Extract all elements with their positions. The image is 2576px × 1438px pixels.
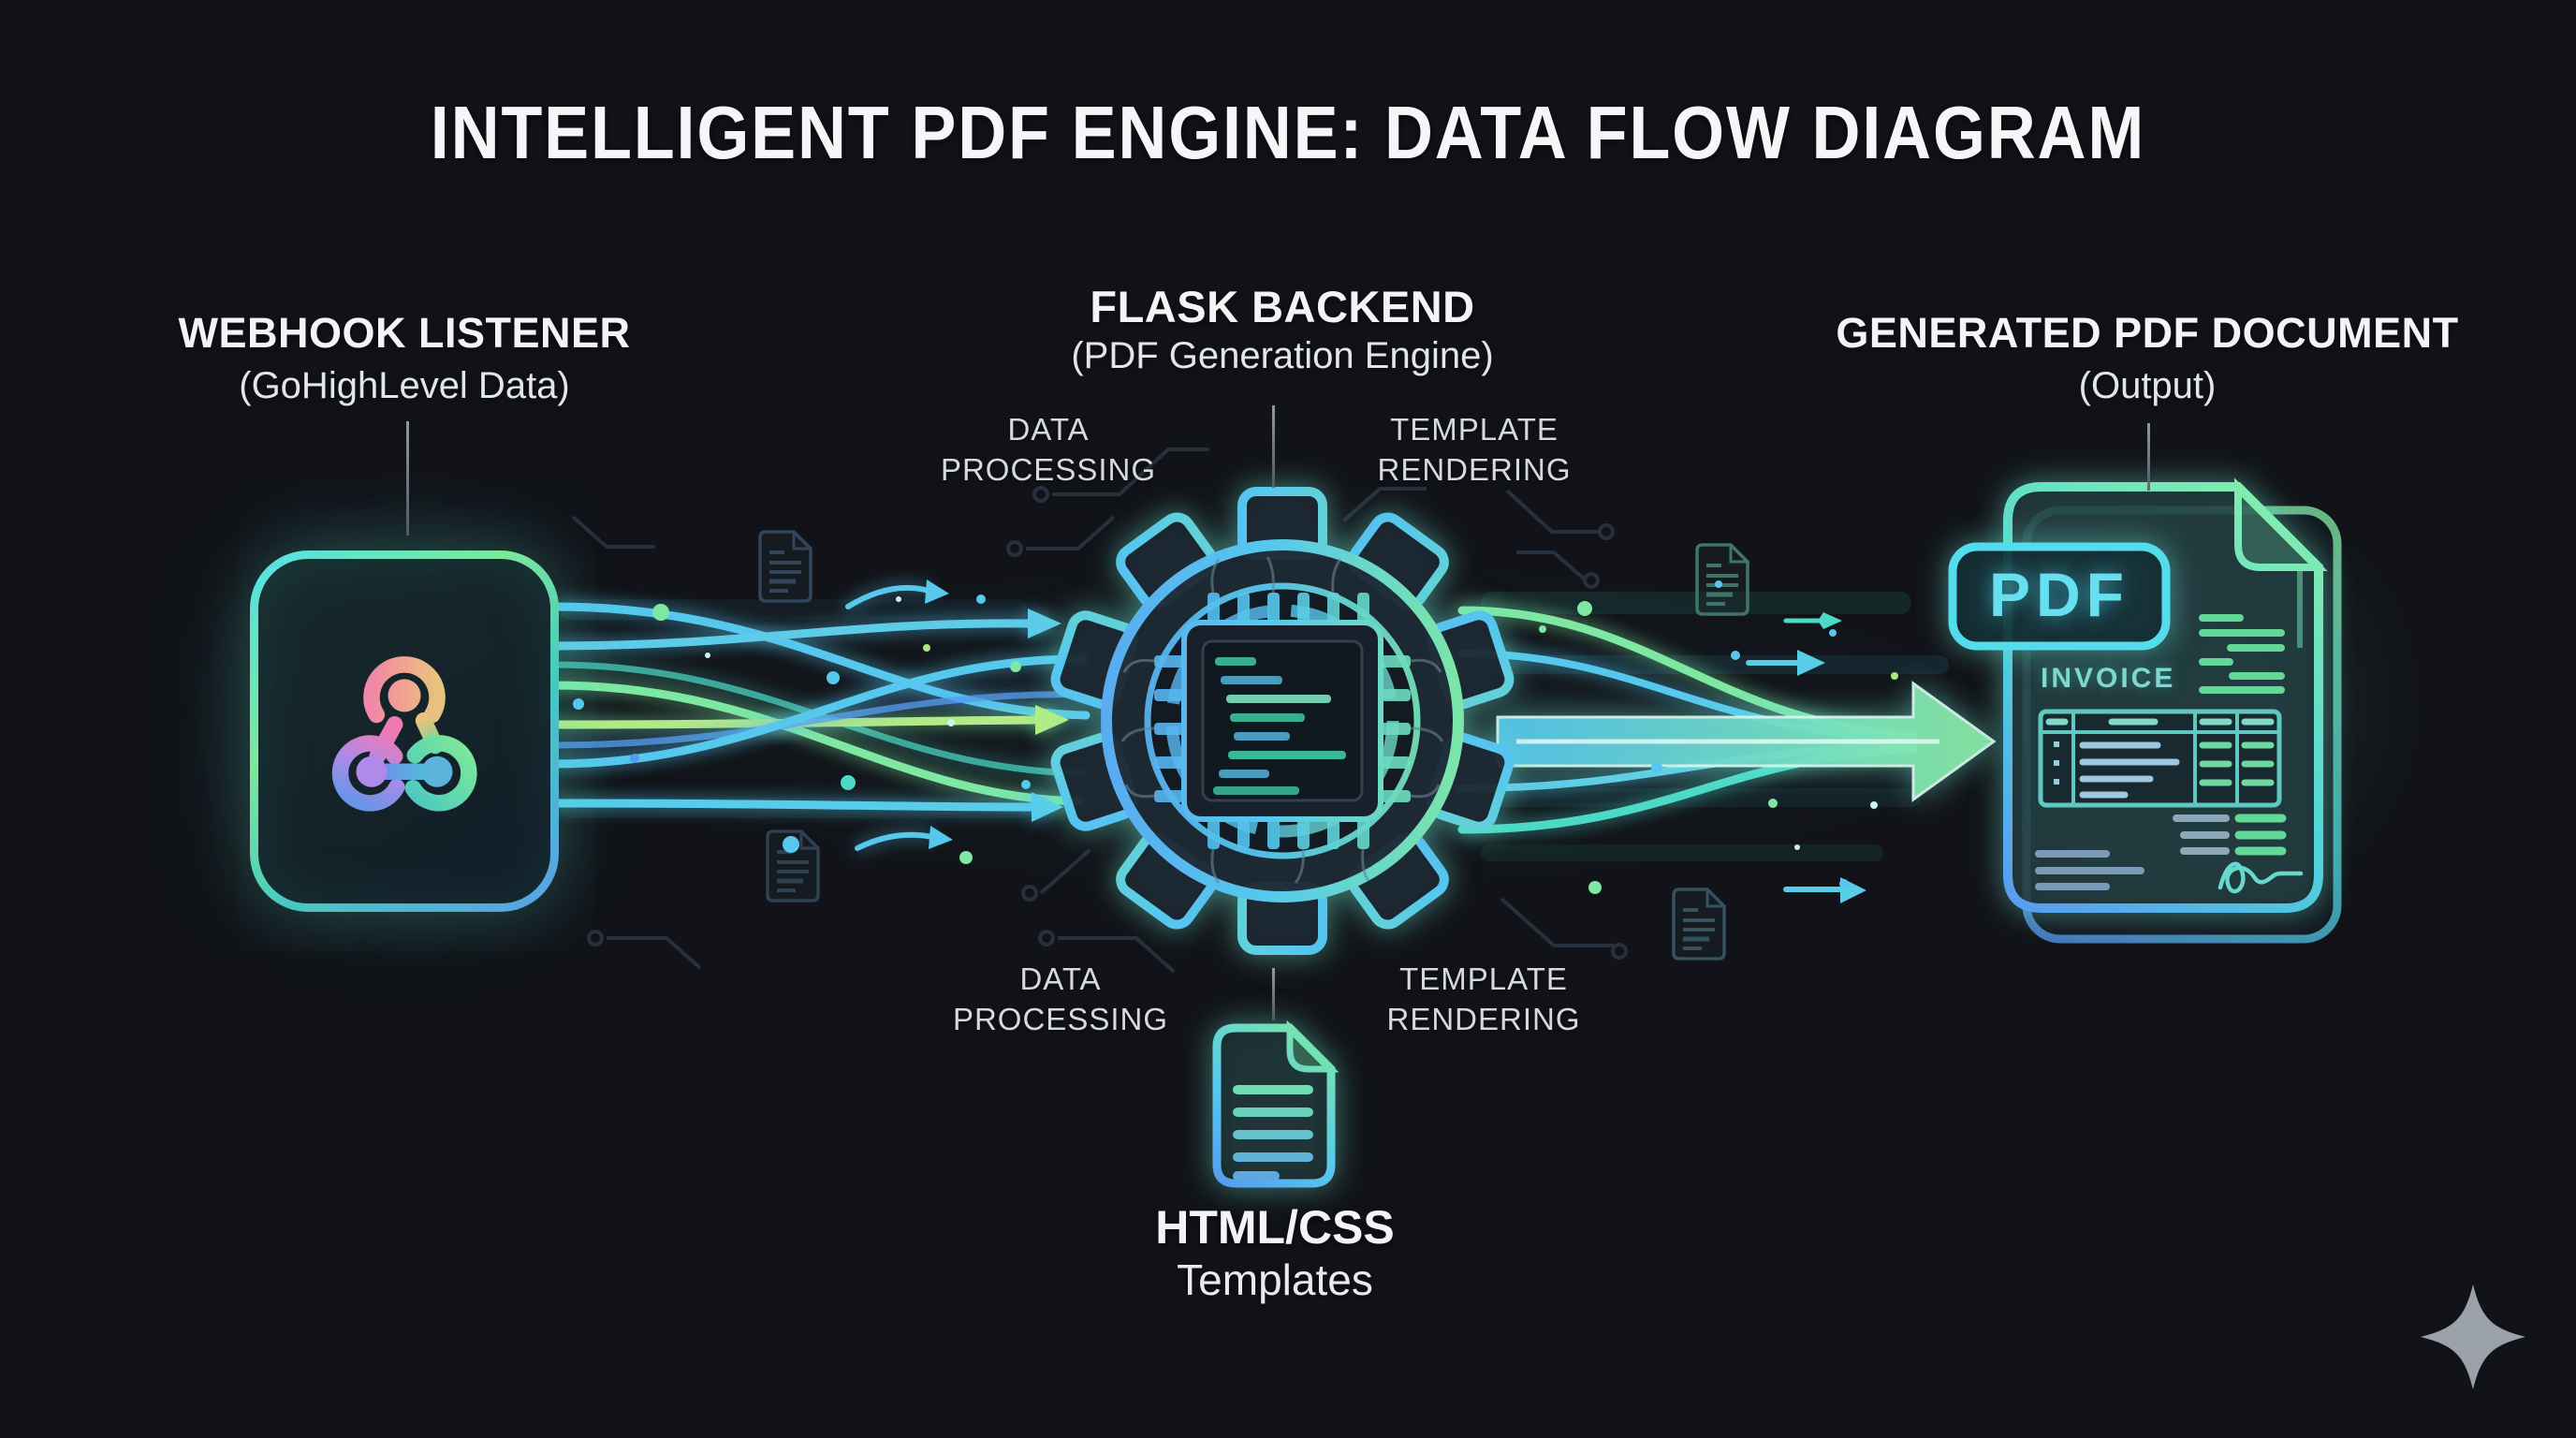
particle-dots: [573, 580, 1898, 894]
backend-connector-line: [1272, 405, 1275, 488]
output-node-subtitle: (Output): [2078, 365, 2217, 406]
label-template-rendering-top: TEMPLATE RENDERING: [1377, 412, 1572, 487]
template-document-icon: [1212, 1020, 1339, 1188]
webhook-icon: [331, 656, 477, 812]
signature-icon: [2217, 861, 2304, 894]
chip-code-lines: [1213, 657, 1346, 795]
pdf-badge-label: PDF: [1989, 560, 2130, 629]
small-arrows-right: [1746, 612, 1866, 903]
label-data-processing-top: DATA PROCESSING: [940, 412, 1157, 487]
webhook-connector-line: [406, 421, 409, 536]
big-output-arrow: [1496, 681, 1997, 802]
templates-node-subtitle: Templates: [1177, 1255, 1373, 1304]
chip-icon: [1120, 556, 1444, 884]
templates-connector-line: [1272, 968, 1275, 1020]
pdf-file-icon: [1948, 477, 2342, 944]
circuit-traces: [571, 448, 1628, 974]
input-flow-lines: [549, 602, 1090, 812]
output-node-title: GENERATED PDF DOCUMENT: [1836, 309, 2459, 357]
sparkle-icon: [2421, 1284, 2525, 1389]
pdf-badge: [1948, 542, 2171, 651]
backend-node-title: FLASK BACKEND: [1090, 282, 1475, 331]
page-title: INTELLIGENT PDF ENGINE: DATA FLOW DIAGRA…: [430, 91, 2146, 174]
templates-node-title: HTML/CSS: [1155, 1201, 1395, 1254]
gear-icon: [1050, 487, 1515, 955]
invoice-heading: INVOICE: [2041, 663, 2176, 694]
webhook-node-title: WEBHOOK LISTENER: [178, 309, 631, 357]
invoice-table: [2038, 709, 2282, 808]
small-curved-arrows-left: [845, 580, 953, 851]
invoice-total-lines: [2173, 814, 2287, 856]
backend-node-subtitle: (PDF Generation Engine): [1071, 335, 1494, 376]
invoice-address-lines: [2199, 614, 2285, 694]
webhook-node-subtitle: (GoHighLevel Data): [239, 365, 570, 406]
webhook-node-card: [250, 550, 559, 912]
label-data-processing-bottom: DATA PROCESSING: [952, 961, 1169, 1036]
input-flow-arrowheads: [1028, 609, 1069, 822]
label-template-rendering-bottom: TEMPLATE RENDERING: [1386, 961, 1581, 1036]
output-connector-line: [2147, 423, 2150, 491]
invoice-footer-lines: [2035, 850, 2144, 890]
